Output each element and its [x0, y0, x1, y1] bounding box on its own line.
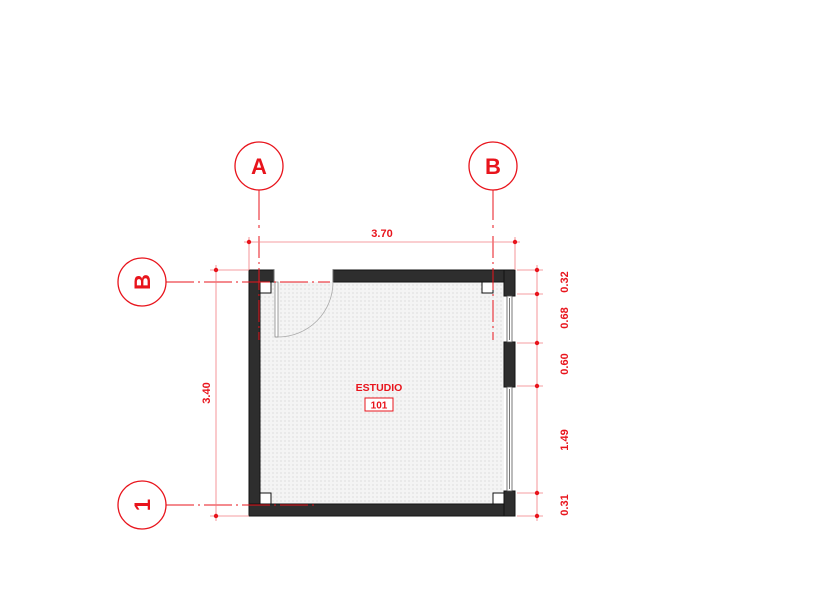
- room-number-box: [364, 397, 394, 412]
- svg-text:B: B: [485, 154, 501, 179]
- dimension-right-3: 1.49: [559, 429, 571, 450]
- dimension-right-1: 0.68: [559, 307, 571, 328]
- room-floor: [260, 282, 504, 504]
- dimension-right-0: 0.32: [559, 271, 571, 292]
- door: [273, 270, 334, 338]
- svg-text:A: A: [251, 154, 267, 179]
- svg-text:B: B: [130, 274, 155, 290]
- dimension-right-4: 0.31: [559, 494, 571, 515]
- dimension-right-2: 0.60: [559, 353, 571, 374]
- svg-text:1: 1: [130, 499, 155, 511]
- columns: [259, 281, 505, 505]
- grid-lines: [166, 186, 494, 506]
- grid-bubble-1: 1: [117, 480, 167, 530]
- dimension-top: 3.70: [371, 228, 392, 240]
- window-lower: [506, 386, 513, 492]
- dimension-lines: [210, 237, 543, 521]
- window-upper: [506, 295, 513, 343]
- dimension-left: 3.40: [201, 382, 213, 403]
- grid-bubble-B-horizontal: B: [117, 257, 167, 307]
- dimension-ticks: [213, 239, 540, 519]
- grid-bubble-A: A: [234, 141, 284, 191]
- room-name: ESTUDIO: [356, 382, 403, 394]
- grid-bubble-B-vertical: B: [468, 141, 518, 191]
- room-number: 101: [371, 401, 388, 412]
